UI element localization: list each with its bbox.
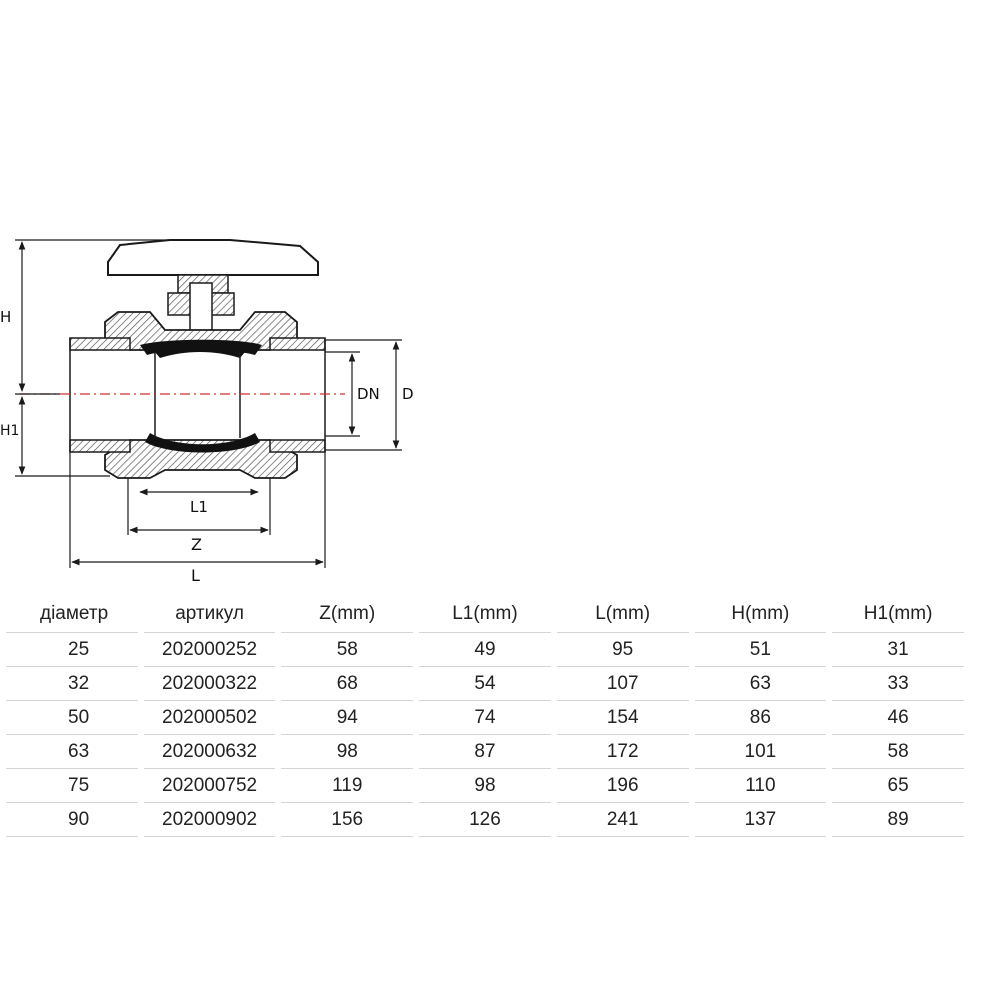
cell-article: 202000252 bbox=[143, 632, 276, 667]
table-row: 90 202000902 156 126 241 137 89 bbox=[6, 803, 964, 837]
cell-diameter: 50 bbox=[6, 701, 138, 735]
cell-article: 202000632 bbox=[143, 735, 276, 769]
cell-h: 110 bbox=[694, 769, 827, 803]
label-h1: H1 bbox=[0, 423, 19, 439]
cell-h1: 65 bbox=[832, 769, 964, 803]
cell-diameter: 32 bbox=[6, 667, 138, 701]
cell-l: 241 bbox=[556, 803, 689, 837]
valve-body-upper bbox=[104, 311, 298, 358]
cell-l1: 74 bbox=[419, 701, 551, 735]
height-dimensions bbox=[15, 239, 230, 477]
cell-l: 172 bbox=[556, 735, 689, 769]
cell-l1: 54 bbox=[419, 667, 551, 701]
cell-l1: 126 bbox=[419, 803, 551, 837]
valve-body-lower bbox=[104, 433, 298, 479]
cell-l1: 98 bbox=[419, 769, 551, 803]
cell-z: 68 bbox=[281, 667, 414, 701]
header-h1: H1(mm) bbox=[863, 603, 933, 624]
header-l: L(mm) bbox=[595, 603, 651, 624]
table-header-row: діаметр артикул Z(mm) L1(mm) L(mm) H(mm)… bbox=[6, 596, 964, 632]
header-l1: L1(mm) bbox=[452, 603, 518, 624]
cell-article: 202000322 bbox=[143, 667, 276, 701]
table-row: 75 202000752 119 98 196 110 65 bbox=[6, 769, 964, 803]
header-h: H(mm) bbox=[731, 603, 790, 624]
cell-h1: 58 bbox=[832, 735, 964, 769]
table-row: 25 202000252 58 49 95 51 31 bbox=[6, 632, 964, 667]
valve-technical-drawing: H H1 DN D L1 Z L bbox=[0, 239, 414, 585]
cell-z: 58 bbox=[281, 632, 414, 667]
label-dn: DN bbox=[357, 385, 380, 403]
cell-h: 86 bbox=[694, 701, 827, 735]
cell-l1: 87 bbox=[419, 735, 551, 769]
cell-diameter: 75 bbox=[6, 769, 138, 803]
pipe-sections bbox=[69, 337, 326, 453]
cell-l: 107 bbox=[556, 667, 689, 701]
cell-l1: 49 bbox=[419, 632, 551, 667]
cell-h: 51 bbox=[694, 632, 827, 667]
cell-z: 98 bbox=[281, 735, 414, 769]
label-l1: L1 bbox=[190, 498, 208, 516]
table-row: 50 202000502 94 74 154 86 46 bbox=[6, 701, 964, 735]
cell-article: 202000902 bbox=[143, 803, 276, 837]
cell-h1: 89 bbox=[832, 803, 964, 837]
cell-l: 95 bbox=[556, 632, 689, 667]
header-z: Z(mm) bbox=[319, 603, 376, 624]
header-diameter: діаметр bbox=[40, 603, 109, 624]
dimensions-table: діаметр артикул Z(mm) L1(mm) L(mm) H(mm)… bbox=[0, 596, 970, 837]
diameter-dimensions bbox=[325, 339, 402, 451]
cell-diameter: 63 bbox=[6, 735, 138, 769]
cell-l: 196 bbox=[556, 769, 689, 803]
label-d: D bbox=[402, 385, 414, 403]
cell-h: 63 bbox=[694, 667, 827, 701]
cell-diameter: 90 bbox=[6, 803, 138, 837]
length-dimensions bbox=[69, 452, 326, 568]
cell-z: 94 bbox=[281, 701, 414, 735]
label-l: L bbox=[191, 566, 200, 585]
cell-h1: 33 bbox=[832, 667, 964, 701]
valve-handle bbox=[107, 239, 319, 334]
cell-h1: 46 bbox=[832, 701, 964, 735]
cell-z: 119 bbox=[281, 769, 414, 803]
cell-h: 137 bbox=[694, 803, 827, 837]
table-row: 63 202000632 98 87 172 101 58 bbox=[6, 735, 964, 769]
label-z: Z bbox=[191, 535, 202, 554]
cell-article: 202000502 bbox=[143, 701, 276, 735]
cell-h: 101 bbox=[694, 735, 827, 769]
header-article: артикул bbox=[175, 603, 244, 624]
table-row: 32 202000322 68 54 107 63 33 bbox=[6, 667, 964, 701]
cell-diameter: 25 bbox=[6, 632, 138, 667]
cell-z: 156 bbox=[281, 803, 414, 837]
cell-h1: 31 bbox=[832, 632, 964, 667]
cell-article: 202000752 bbox=[143, 769, 276, 803]
label-h: H bbox=[0, 308, 11, 326]
cell-l: 154 bbox=[556, 701, 689, 735]
